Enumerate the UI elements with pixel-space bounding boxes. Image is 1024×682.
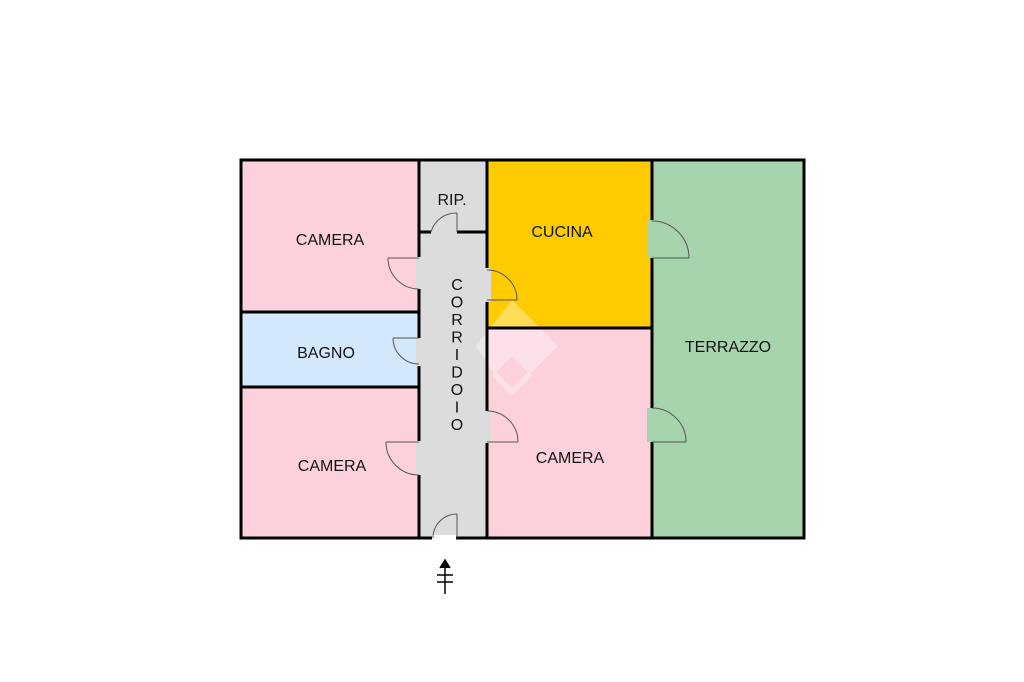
label-cucina: CUCINA xyxy=(531,224,593,241)
label-camera-bottom-left: CAMERA xyxy=(298,458,367,475)
door-camera-top-left[interactable] xyxy=(387,257,420,290)
corridoio-letter: I xyxy=(455,347,459,364)
door-bagno[interactable] xyxy=(392,337,420,365)
room-terrazzo xyxy=(652,160,804,538)
entrance-arrow-icon xyxy=(437,558,453,594)
label-terrazzo: TERRAZZO xyxy=(685,339,771,356)
door-cucina[interactable] xyxy=(486,269,518,301)
corridoio-letter: I xyxy=(455,400,459,417)
door-terrazzo-top[interactable] xyxy=(651,220,690,259)
corridoio-letter: O xyxy=(451,417,463,434)
door-entrance[interactable] xyxy=(432,513,458,539)
label-ripostiglio: RIP. xyxy=(437,192,466,209)
room-ripostiglio xyxy=(419,160,487,232)
room-corridoio xyxy=(419,232,487,538)
corridoio-letter: C xyxy=(451,277,463,294)
corridoio-letter: R xyxy=(451,312,463,329)
door-ripostiglio[interactable] xyxy=(430,212,458,233)
door-camera-bottom-left[interactable] xyxy=(385,441,420,476)
corridoio-letter: R xyxy=(451,330,463,347)
corridoio-letter: O xyxy=(451,295,463,312)
room-camera-center xyxy=(487,328,652,538)
logo-watermark-icon xyxy=(476,300,558,397)
door-camera-center[interactable] xyxy=(486,410,519,443)
label-camera-top-left: CAMERA xyxy=(296,232,365,249)
corridoio-letter: O xyxy=(451,382,463,399)
label-bagno: BAGNO xyxy=(297,345,355,362)
label-camera-center: CAMERA xyxy=(536,450,605,467)
door-terrazzo-bottom[interactable] xyxy=(651,407,687,443)
room-camera-bottom-left xyxy=(241,387,419,538)
room-bagno xyxy=(241,312,419,387)
corridoio-letter: D xyxy=(451,365,463,382)
door-openings xyxy=(416,220,657,541)
room-camera-top-left xyxy=(241,160,419,312)
